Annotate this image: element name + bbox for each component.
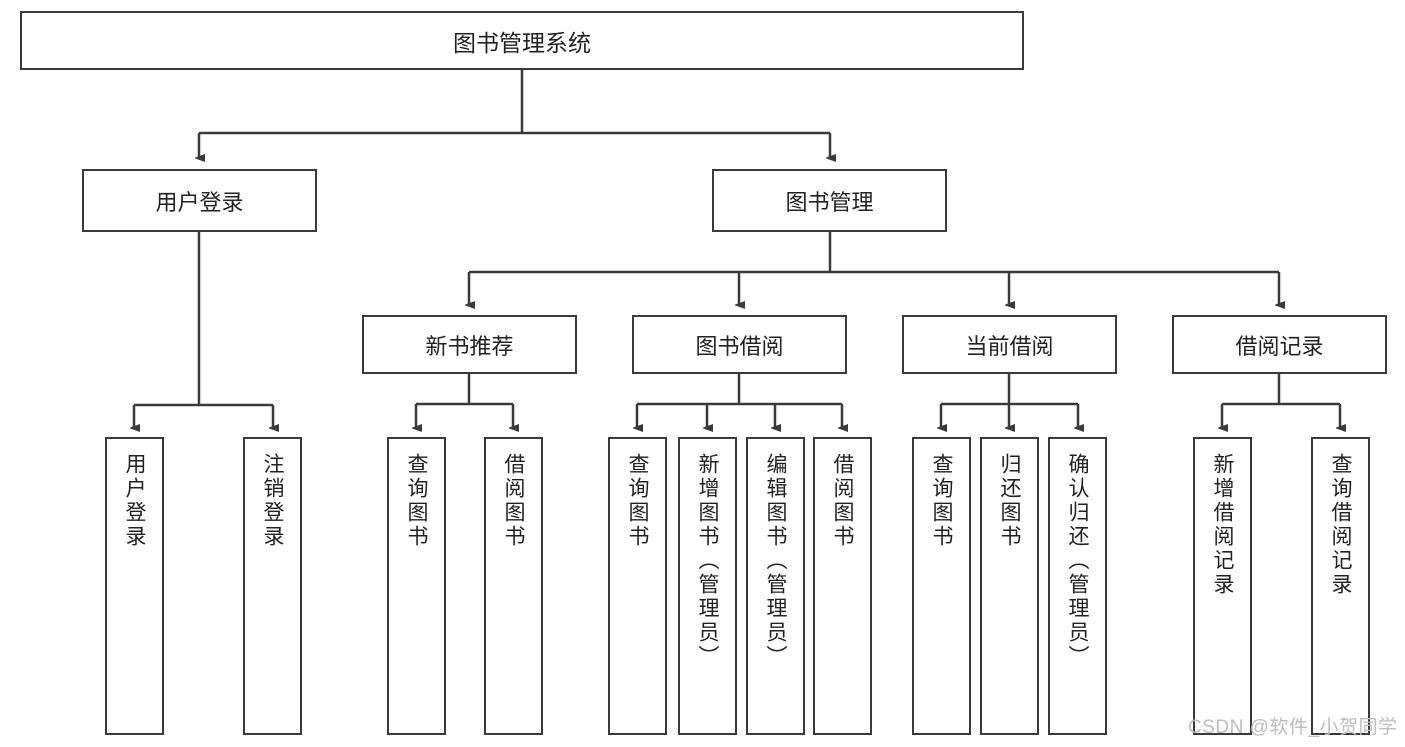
node-label: 注销登录 [261, 453, 284, 549]
node-label: 用户登录 [155, 189, 244, 215]
leaf-book-borrow-borrow-books[interactable]: 借阅图书 [813, 437, 872, 735]
leaf-book-borrow-edit-book-admin[interactable]: 编辑图书（管理员） [746, 437, 805, 735]
node-label: 新书推荐 [425, 333, 514, 359]
node-label: 新增图书（管理员） [696, 453, 719, 669]
node-label: 确认归还（管理员） [1066, 453, 1089, 669]
node-label: 归还图书 [998, 453, 1021, 549]
node-borrow-record[interactable]: 借阅记录 [1172, 315, 1387, 374]
node-label: 新增借阅记录 [1211, 453, 1234, 597]
node-label: 借阅图书 [831, 453, 854, 549]
node-label: 查询图书 [930, 453, 953, 549]
leaf-borrow-record-add-record[interactable]: 新增借阅记录 [1193, 437, 1252, 735]
node-label: 图书管理 [785, 189, 874, 215]
node-label: 借阅记录 [1235, 333, 1324, 359]
leaf-borrow-record-query-record[interactable]: 查询借阅记录 [1311, 437, 1370, 735]
leaf-book-borrow-add-book-admin[interactable]: 新增图书（管理员） [678, 437, 737, 735]
leaf-current-borrow-return-books[interactable]: 归还图书 [980, 437, 1039, 735]
node-book-management[interactable]: 图书管理 [712, 169, 947, 232]
node-label: 查询图书 [405, 453, 428, 549]
leaf-user-login-login[interactable]: 用户登录 [105, 437, 164, 735]
leaf-current-borrow-confirm-return-admin[interactable]: 确认归还（管理员） [1048, 437, 1107, 735]
node-label: 借阅图书 [502, 453, 525, 549]
leaf-book-borrow-query-books[interactable]: 查询图书 [608, 437, 667, 735]
node-label: 图书管理系统 [453, 29, 591, 56]
node-label: 查询借阅记录 [1329, 453, 1352, 597]
leaf-new-book-query-books[interactable]: 查询图书 [387, 437, 446, 735]
leaf-current-borrow-query-books[interactable]: 查询图书 [912, 437, 971, 735]
node-user-login[interactable]: 用户登录 [82, 169, 317, 232]
node-label: 当前借阅 [965, 333, 1054, 359]
node-current-borrow[interactable]: 当前借阅 [902, 315, 1117, 374]
node-label: 图书借阅 [695, 333, 784, 359]
node-new-book-recommend[interactable]: 新书推荐 [362, 315, 577, 374]
csdn-watermark: CSDN @软件_小贺同学 [1188, 717, 1398, 738]
leaf-new-book-borrow-books[interactable]: 借阅图书 [484, 437, 543, 735]
node-label: 查询图书 [626, 453, 649, 549]
node-label: 编辑图书（管理员） [764, 453, 787, 669]
node-book-borrow[interactable]: 图书借阅 [632, 315, 847, 374]
leaf-user-login-logout[interactable]: 注销登录 [243, 437, 302, 735]
node-root-book-management-system[interactable]: 图书管理系统 [20, 11, 1024, 70]
node-label: 用户登录 [123, 453, 146, 549]
